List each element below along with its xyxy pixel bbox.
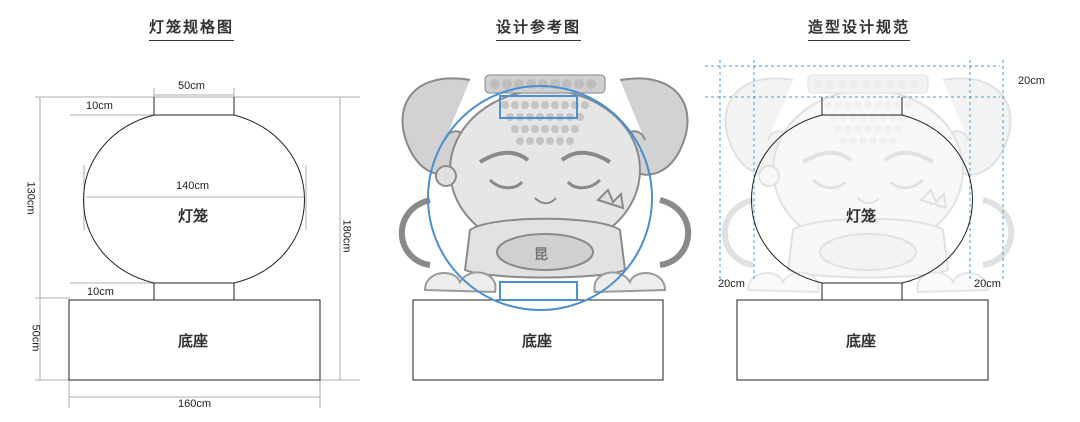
reference-base-label: 底座 (522, 333, 553, 350)
character-badge: 昆 (534, 246, 548, 262)
lantern-label: 灯笼 (178, 208, 209, 225)
dim-right-margin: 20cm (974, 278, 1001, 290)
base-label: 底座 (178, 333, 209, 350)
dim-left-margin: 20cm (718, 278, 745, 290)
panel-title-spec: 灯笼规格图 (149, 16, 235, 41)
dim-neck-bottom: 10cm (87, 286, 114, 298)
dim-neck-top: 10cm (86, 100, 113, 112)
dim-base-width: 160cm (178, 398, 212, 410)
norms-lantern-label: 灯笼 (846, 208, 877, 225)
panel-title-design-norms: 造型设计规范 (808, 16, 911, 41)
dim-top-width: 50cm (178, 80, 205, 92)
panel-title-reference: 设计参考图 (496, 16, 582, 41)
norms-base-label: 底座 (846, 333, 877, 350)
dim-top-margin: 20cm (1018, 75, 1045, 87)
dim-max-width: 140cm (176, 180, 210, 192)
